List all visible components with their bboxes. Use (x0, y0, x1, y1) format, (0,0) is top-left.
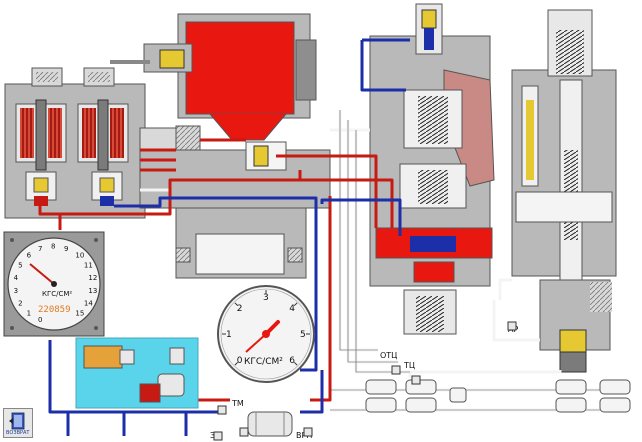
speed-dial-tick-label: 1 (27, 310, 31, 318)
gauge-tick-label: 1 (226, 330, 232, 340)
gauge-tick-label: 2 (237, 304, 243, 314)
control-chamber (110, 13, 317, 141)
gauge-tick-label: 6 (289, 356, 295, 366)
compressor-panel (75, 337, 199, 409)
speed-dial-tick-label: 0 (38, 316, 42, 324)
speed-dial-tick-label: 8 (51, 243, 55, 251)
speed-dial-tick-label: 14 (84, 300, 93, 308)
gauge-tick-label: 3 (263, 293, 269, 303)
gauge-tick-mark (234, 302, 239, 307)
label-ts: ТЦ (403, 361, 415, 370)
speed-dial-tick-label: 4 (14, 274, 19, 282)
return-button[interactable]: ВОЗВРАТ (3, 408, 33, 438)
gauge-tick-label: 5 (300, 330, 306, 340)
speed-dial-tick-label: 12 (88, 274, 97, 282)
speed-dial-tick-label: 5 (18, 262, 22, 270)
main-reservoir (247, 411, 293, 437)
electro-valve-block (4, 67, 201, 219)
brake-cylinders (365, 379, 631, 413)
air-distributor (369, 3, 495, 335)
speed-dial-tick-label: 15 (75, 310, 84, 318)
speed-dial-tick-label: 11 (84, 262, 93, 270)
speed-dial-tick-label: 10 (75, 251, 84, 259)
gauge-tick-mark (293, 361, 298, 366)
speed-dial-tick-label: 3 (14, 287, 18, 295)
gauge-tick-label: 4 (289, 304, 295, 314)
label-tm: ТМ (231, 399, 244, 408)
speed-dial-unit: КГС/СМ² (42, 290, 72, 298)
cock-markers (213, 321, 517, 441)
label-otts: ОТЦ (380, 351, 397, 360)
pressure-gauge: 0 1 2 3 4 5 6 КГС/СМ² (217, 285, 315, 383)
speed-dial-tick-label: 7 (38, 245, 42, 253)
gauge-tick-label: 0 (237, 356, 243, 366)
speed-dial-tick-label: 13 (88, 287, 97, 295)
speed-dial-tick-label: 6 (27, 251, 32, 259)
gauge-ticks: 0 1 2 3 4 5 6 (222, 290, 310, 366)
auto-mode-valve (511, 9, 617, 373)
gauge-tick-mark (234, 361, 239, 366)
gauge-tick-mark (293, 302, 298, 307)
speed-dial-serial: 220859 (38, 305, 71, 315)
gauge-unit: КГС/СМ² (244, 357, 283, 367)
speed-dial-tick-label: 2 (18, 300, 22, 308)
door-exit-icon (9, 412, 25, 430)
speed-dial-tick-label: 9 (64, 245, 68, 253)
return-button-caption: ВОЗВРАТ (6, 430, 30, 436)
